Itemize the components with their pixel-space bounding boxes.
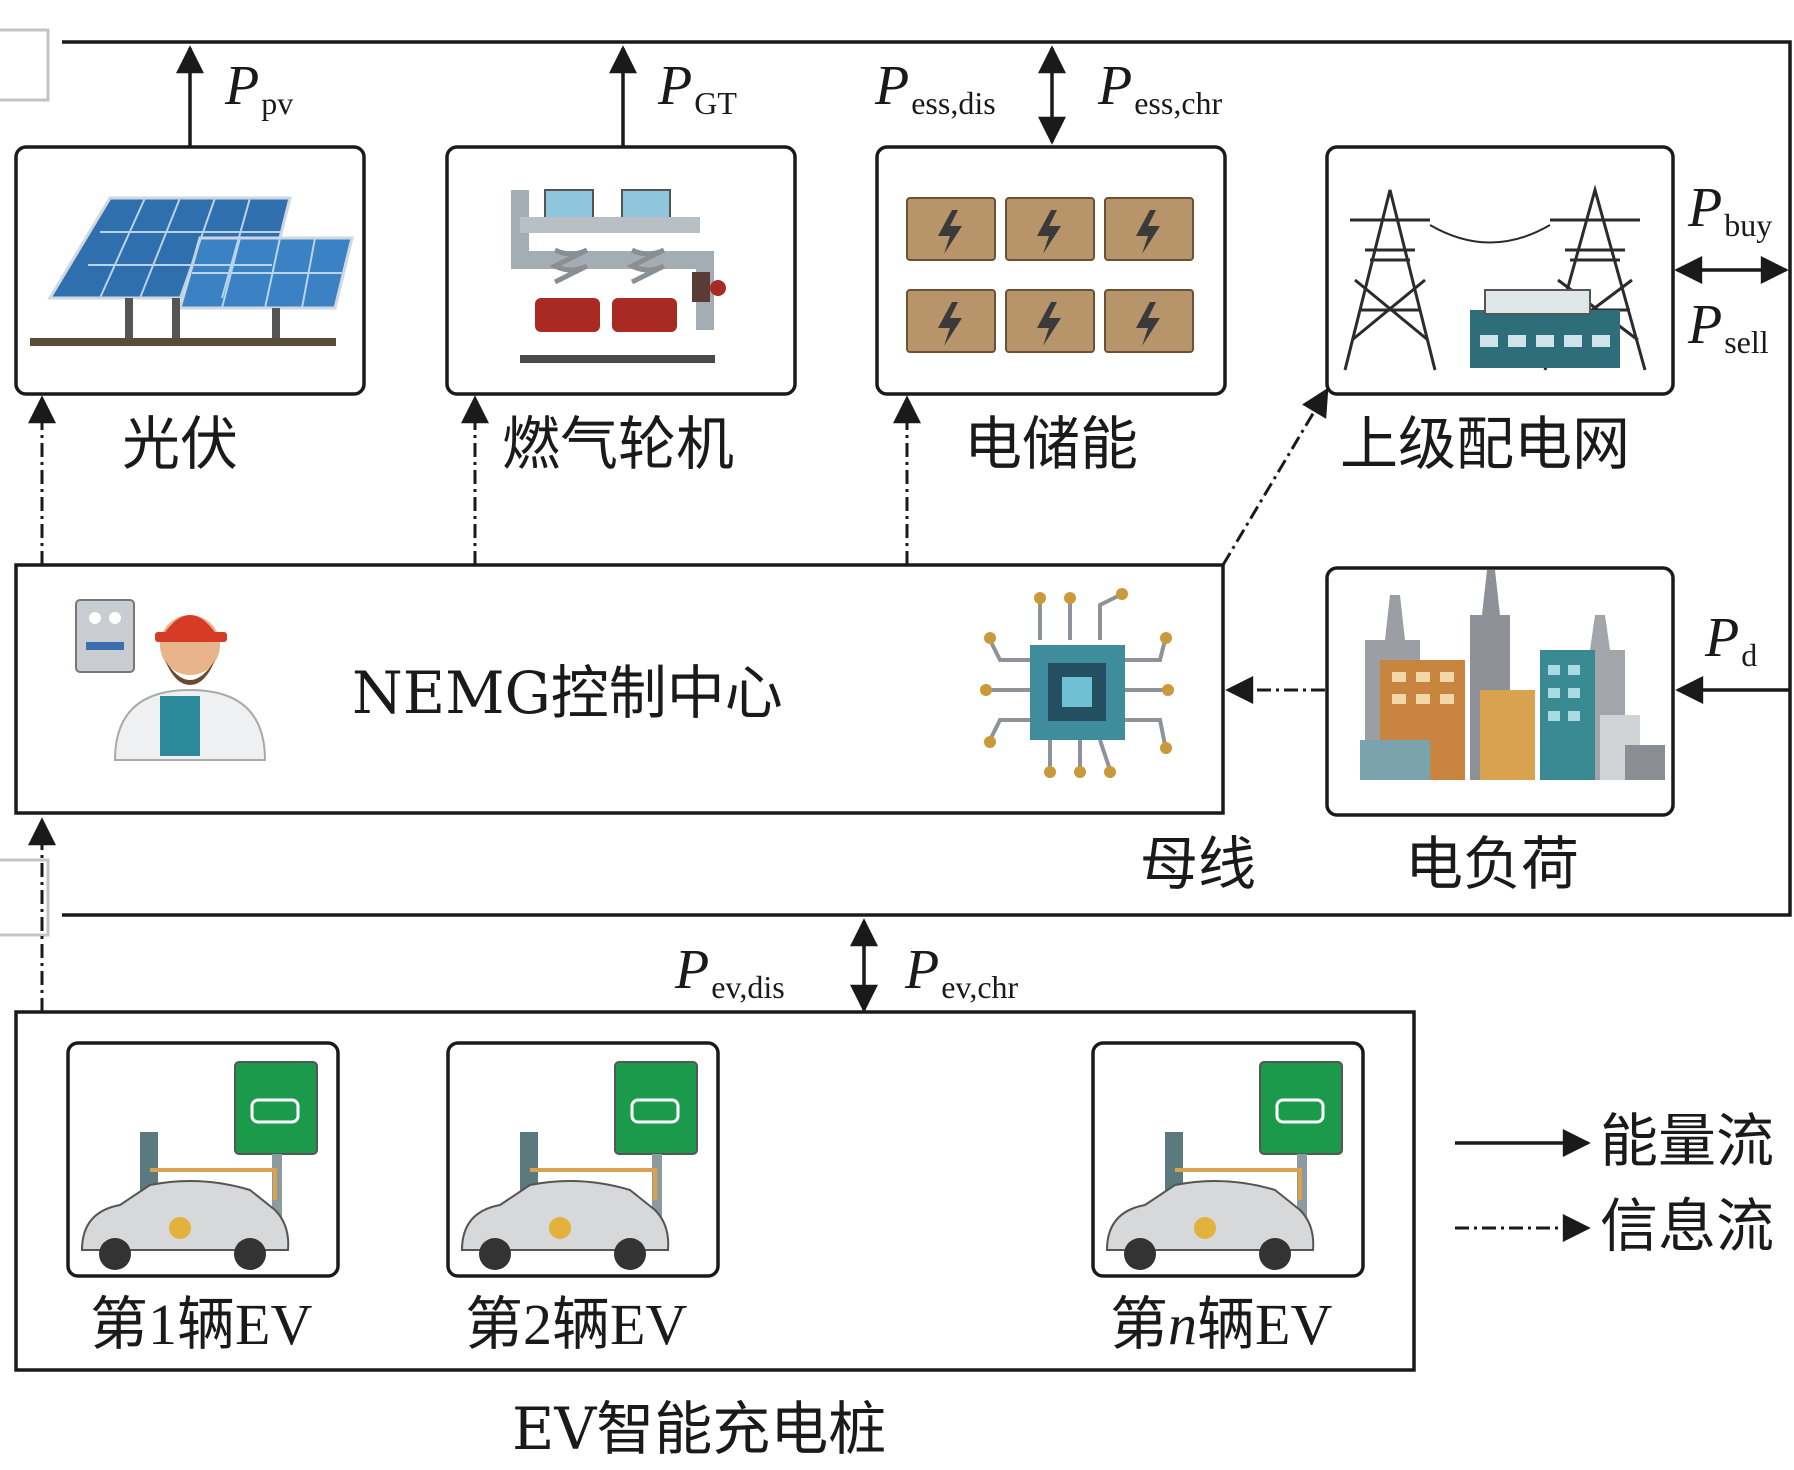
- control-center-label: NEMG控制中心: [352, 659, 783, 727]
- gray-edge-marks: [0, 28, 50, 937]
- gt-box: [445, 145, 797, 396]
- p-sell-label: Psell: [1688, 294, 1769, 360]
- p-ess-chr-label: Pess,chr: [1098, 55, 1223, 121]
- p-ev-chr-label: Pev,chr: [905, 939, 1019, 1005]
- p-ev-dis-label: Pev,dis: [675, 939, 785, 1005]
- city-buildings-icon: [1360, 570, 1665, 780]
- ess-label: 电储能: [964, 410, 1139, 478]
- p-buy-label: Pbuy: [1688, 177, 1773, 243]
- grid-info-arrow: [1221, 387, 1329, 566]
- p-pv-label: Ppv: [225, 55, 294, 121]
- load-label: 电负荷: [1405, 830, 1580, 898]
- ev-label-2: 第2辆EV: [465, 1292, 688, 1357]
- ev-label-n: 第n辆EV: [1110, 1292, 1333, 1357]
- grid-label: 上级配电网: [1340, 410, 1631, 478]
- p-d-label: Pd: [1705, 607, 1758, 673]
- ess-box: [875, 145, 1227, 396]
- solar-panel-icon: [30, 196, 354, 346]
- bus-label: 母线: [1140, 830, 1257, 898]
- bus-line: [62, 40, 1792, 917]
- engineer-icon: [75, 599, 267, 761]
- chip-icon: [980, 588, 1174, 778]
- ev-charger-car-icon: [80, 1061, 318, 1270]
- p-ess-dis-label: Pess,dis: [875, 55, 996, 121]
- gt-label: 燃气轮机: [502, 410, 735, 478]
- gas-turbine-icon: [511, 189, 726, 363]
- substation-icon: [1470, 289, 1620, 368]
- legend-info-label: 信息流: [1600, 1192, 1775, 1260]
- pv-label: 光伏: [122, 410, 239, 478]
- ev-label-1: 第1辆EV: [90, 1292, 313, 1357]
- p-gt-label: PGT: [658, 55, 737, 121]
- battery-bank-icon: [906, 197, 1194, 353]
- charging-station-label: EV智能充电桩: [512, 1395, 887, 1463]
- legend-energy-label: 能量流: [1600, 1107, 1775, 1175]
